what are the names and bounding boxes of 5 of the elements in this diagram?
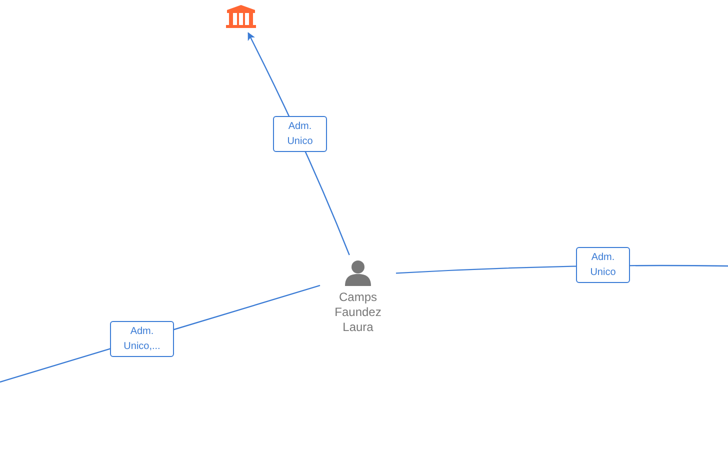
edge-label: Adm. Unico,...: [110, 321, 174, 357]
building-icon: [224, 4, 258, 30]
edge-label: Adm. Unico: [576, 247, 630, 283]
edge-label: Adm. Unico: [273, 116, 327, 152]
person-name: Camps Faundez Laura: [334, 290, 382, 335]
